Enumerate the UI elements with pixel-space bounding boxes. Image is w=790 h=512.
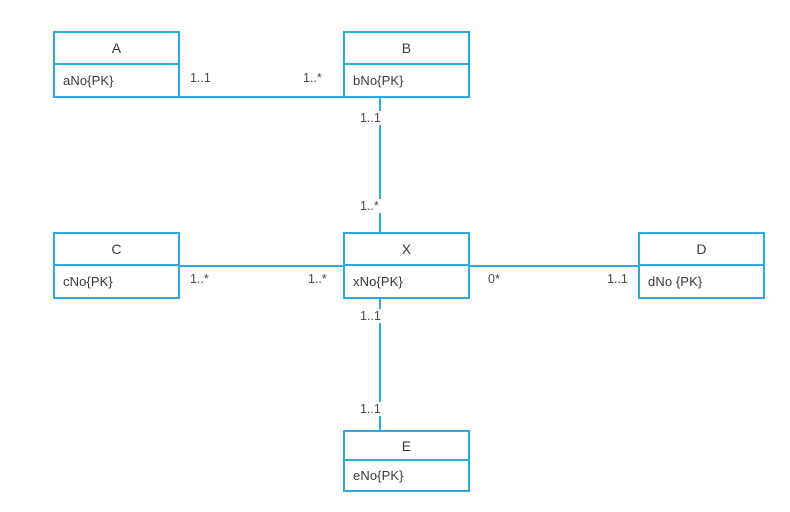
entity-attribute-e: eNo{PK} (353, 468, 404, 483)
entity-box-x[interactable]: X xNo{PK} (343, 232, 470, 299)
entity-box-c[interactable]: C cNo{PK} (53, 232, 180, 299)
association-line-x-d (468, 265, 640, 267)
association-line-a-b (178, 96, 344, 98)
entity-box-a[interactable]: A aNo{PK} (53, 31, 180, 98)
association-line-x-e (379, 297, 381, 431)
entity-attribute-b: bNo{PK} (353, 72, 404, 88)
multiplicity-c-to-x: 1..* (187, 272, 212, 286)
entity-attribute-a: aNo{PK} (63, 72, 114, 88)
association-line-b-x (379, 97, 381, 233)
entity-box-d[interactable]: D dNo {PK} (638, 232, 765, 299)
multiplicity-d-from-x: 1..1 (604, 272, 631, 286)
multiplicity-b-to-x: 1..1 (357, 111, 384, 125)
entity-attribute-d: dNo {PK} (648, 273, 703, 289)
multiplicity-x-from-b: 1..* (357, 199, 382, 213)
entity-name-e: E (345, 432, 468, 461)
entity-name-c: C (55, 234, 178, 266)
multiplicity-b-from-a: 1..* (300, 71, 325, 85)
entity-attribute-x: xNo{PK} (353, 273, 403, 289)
multiplicity-x-from-c: 1..* (305, 272, 330, 286)
multiplicity-x-to-d: 0* (485, 272, 503, 286)
entity-name-a: A (55, 33, 178, 65)
entity-attribute-c: cNo{PK} (63, 273, 113, 289)
multiplicity-x-to-e: 1..1 (357, 309, 384, 323)
entity-name-x: X (345, 234, 468, 266)
association-line-c-x (178, 265, 346, 267)
entity-name-b: B (345, 33, 468, 65)
entity-name-d: D (640, 234, 763, 266)
multiplicity-e-from-x: 1..1 (357, 402, 384, 416)
entity-box-e[interactable]: E eNo{PK} (343, 430, 470, 492)
entity-box-b[interactable]: B bNo{PK} (343, 31, 470, 98)
multiplicity-a-to-b: 1..1 (187, 71, 214, 85)
